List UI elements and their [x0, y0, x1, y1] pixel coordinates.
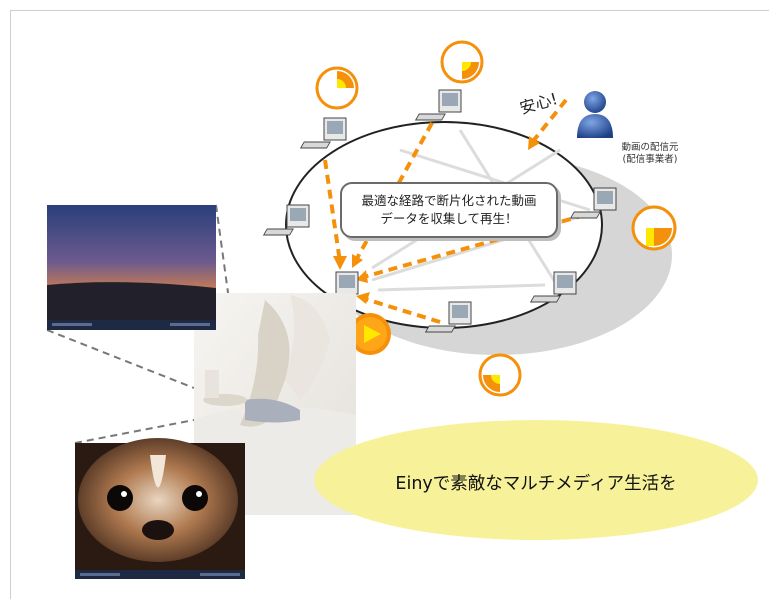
pie-fragment-icon	[478, 353, 522, 397]
slogan-ellipse	[314, 420, 758, 540]
pc-node-icon	[529, 271, 577, 303]
source-label-line-2: (配信事業者)	[622, 154, 678, 165]
pie-fragment-icon	[315, 66, 359, 110]
pc-node-icon	[262, 204, 310, 236]
pc-node-icon	[299, 117, 347, 149]
callout-line-1: 最適な経路で断片化された動画	[361, 193, 537, 208]
play-icon	[349, 313, 391, 355]
pc-node-icon	[414, 89, 462, 121]
callout-box: 最適な経路で断片化された動画 データを収集して再生！	[340, 182, 558, 238]
source-label: 動画の配信元 (配信事業者)	[610, 142, 690, 166]
sunset-photo	[47, 205, 216, 330]
slogan-text: Einyで素敵なマルチメディア生活を	[395, 474, 677, 494]
pc-node-icon	[424, 301, 472, 333]
page-frame	[10, 10, 769, 599]
callout-line-2: データを収集して再生！	[380, 211, 518, 226]
source-label-line-1: 動画の配信元	[621, 142, 679, 153]
dog-photo	[75, 438, 245, 579]
pie-fragment-icon	[440, 40, 484, 84]
arrow-heads	[333, 136, 540, 304]
user-icon	[577, 91, 613, 138]
pie-fragment-icon	[631, 205, 677, 251]
pc-node-icon	[569, 187, 617, 219]
